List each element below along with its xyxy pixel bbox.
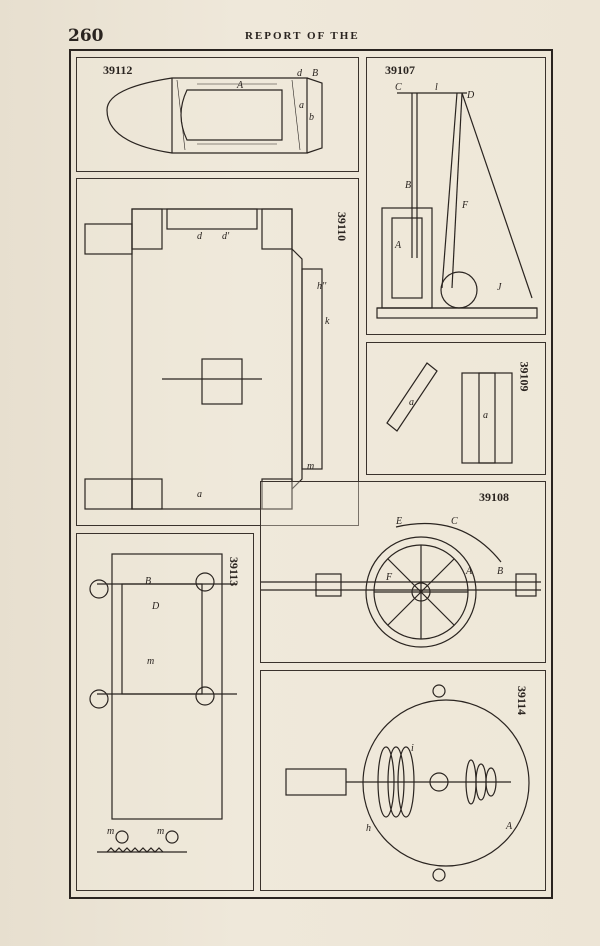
figure-letter: C (395, 82, 402, 93)
figure-letter: A (236, 80, 244, 91)
running-head: REPORT OF THE (245, 30, 360, 42)
plate-frame (69, 49, 553, 899)
figure-letter: a (483, 410, 488, 421)
figure-number: 39107 (385, 63, 415, 77)
figure-letter: F (385, 572, 393, 583)
figure-letter: A (505, 821, 513, 832)
pile-driver-drawing: C l D B A F J (376, 82, 538, 319)
augur-drawing: a a (386, 362, 513, 464)
figure-letter: m (107, 826, 114, 837)
figure-letter: d' (222, 231, 230, 242)
figure-letter: C (451, 516, 458, 527)
figure-letter: F (461, 200, 469, 211)
figure-39108: 39108 E C F A B (260, 481, 546, 663)
figure-39113: 39113 B D m m m (76, 533, 254, 891)
figure-letter: b (309, 112, 314, 123)
figure-letter: a (409, 397, 414, 408)
figure-letter: d (297, 68, 303, 79)
wheel-drawing: E C F A B (261, 516, 541, 648)
figure-letter: D (151, 601, 160, 612)
figure-letter: k (325, 316, 330, 327)
figure-number: 39112 (103, 63, 133, 77)
figure-letter: B (312, 68, 318, 79)
page-number: 260 (68, 26, 104, 46)
figure-letter: B (145, 576, 151, 587)
figure-letter: d (197, 231, 203, 242)
figure-39110: 39110 d d' h'' k m a (76, 178, 359, 526)
figure-letter: A (465, 566, 473, 577)
figure-letter: m (157, 826, 164, 837)
figure-letter: B (497, 566, 503, 577)
press-drawing: d d' h'' k m a (84, 208, 330, 510)
figure-letter: B (405, 180, 411, 191)
figure-39112: 39112 A d B a b (76, 57, 359, 172)
figure-letter: i (411, 743, 414, 754)
figure-letter: a (197, 489, 202, 500)
figure-39114: 39114 i h A (260, 670, 546, 891)
figure-letter: E (395, 516, 402, 527)
figure-letter: a (299, 100, 304, 111)
bullet-drawing: A d B a b (106, 68, 323, 154)
valve-drawing: i h A (285, 684, 530, 882)
figure-letter: h (366, 823, 371, 834)
figure-letter: A (394, 240, 402, 251)
figure-letter: D (466, 90, 475, 101)
figure-39107: 39107 C l D B A F J (366, 57, 546, 335)
figure-letter: m (147, 656, 154, 667)
figure-letter: J (497, 282, 502, 293)
figure-letter: l (435, 82, 438, 93)
carriage-drawing: B D m m m (89, 553, 237, 853)
figure-letter: h'' (317, 281, 327, 292)
figure-number: 39108 (479, 490, 509, 504)
figure-letter: m (307, 461, 314, 472)
figure-39109: 39109 a a (366, 342, 546, 475)
